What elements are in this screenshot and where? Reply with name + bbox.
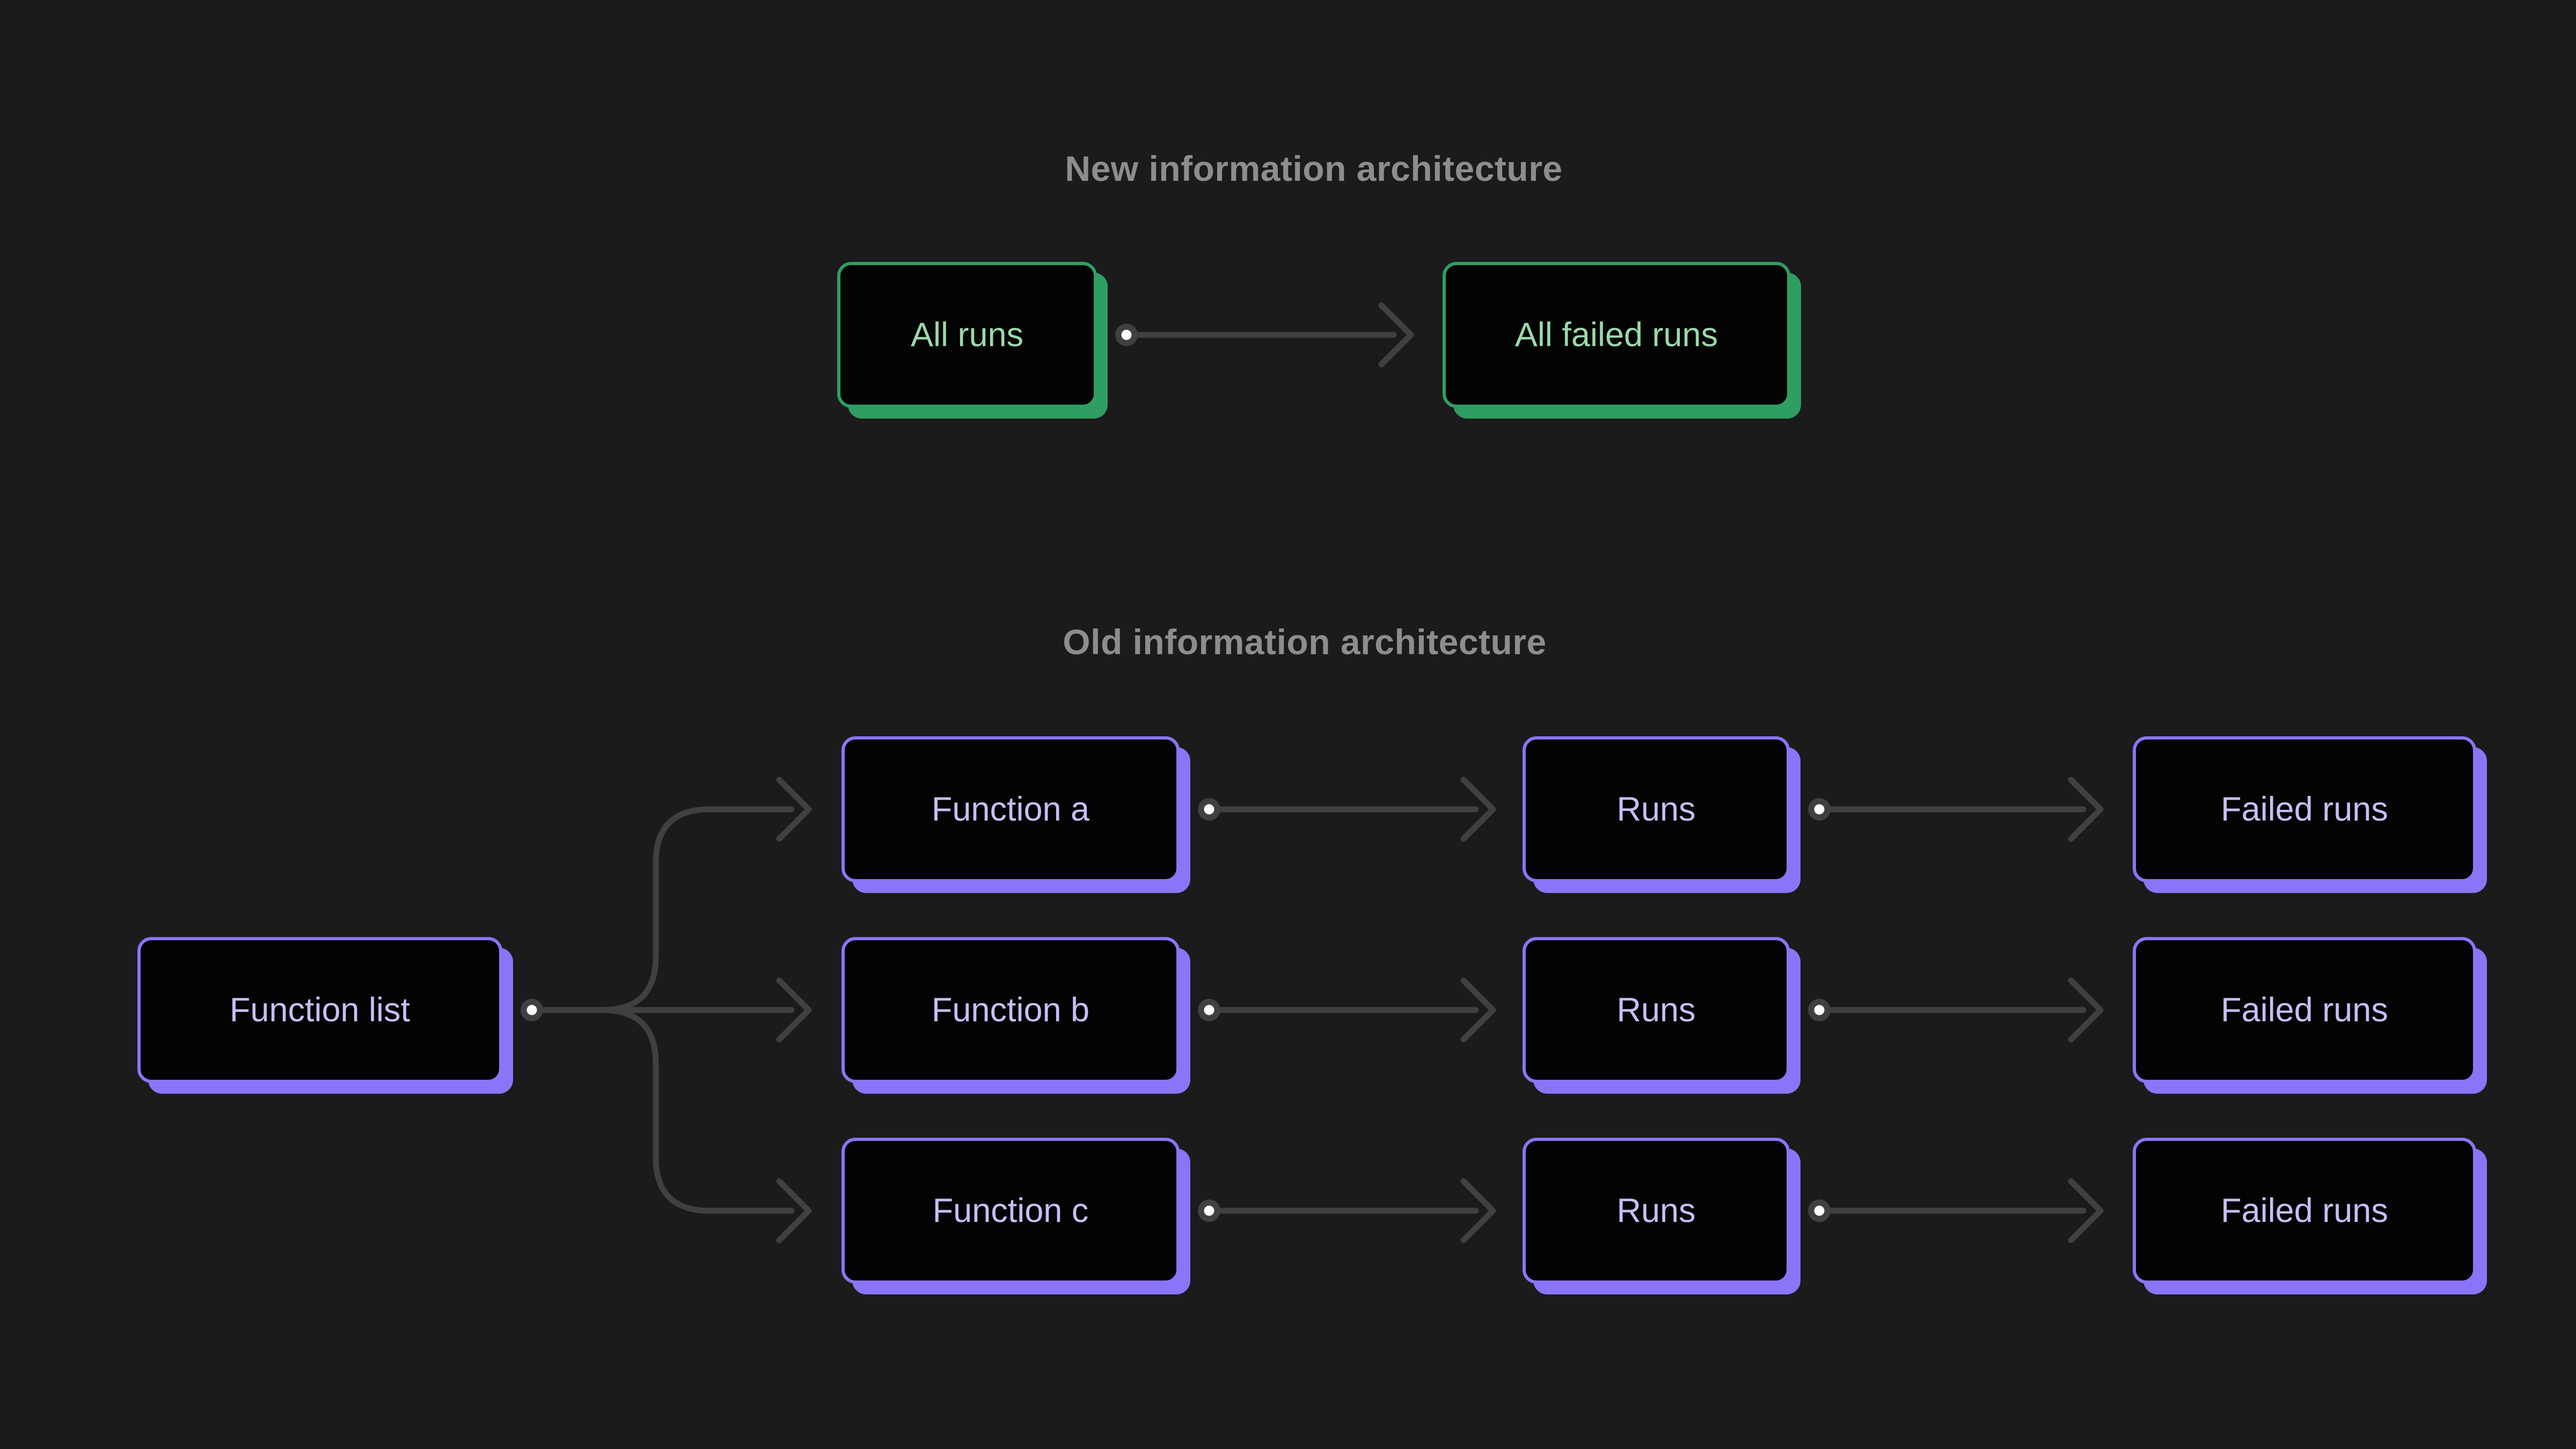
connector-function-c-to-runs [1198, 1178, 1496, 1243]
node-failed-runs-a: Failed runs [2133, 736, 2476, 882]
node-runs-b-label: Runs [1616, 991, 1696, 1029]
node-all-runs: All runs [837, 262, 1097, 408]
node-runs-a-label: Runs [1616, 790, 1696, 828]
arrowhead-icon [2068, 977, 2104, 1043]
connector-start-dot [1808, 999, 1831, 1021]
connector-runs-b-to-failed-runs [1808, 977, 2104, 1043]
node-runs-b: Runs [1523, 937, 1790, 1083]
connector-function-a-to-runs [1198, 777, 1496, 842]
arrowhead-icon [2068, 1178, 2104, 1243]
arrowhead-icon [1378, 302, 1414, 368]
connector-start-dot [521, 999, 543, 1021]
connector-start-dot [1808, 798, 1831, 821]
node-failed-runs-b-label: Failed runs [2221, 991, 2388, 1029]
node-runs-c: Runs [1523, 1138, 1790, 1284]
connector-function-b-to-runs [1198, 977, 1496, 1043]
connector-start-dot [1198, 1199, 1220, 1222]
node-function-c: Function c [841, 1138, 1180, 1284]
arrowhead-icon [776, 977, 812, 1043]
section-title-new: New information architecture [1065, 149, 1563, 188]
node-function-list-label: Function list [229, 991, 411, 1029]
connector-start-dot [1115, 324, 1138, 346]
arrowhead-icon [2068, 777, 2104, 842]
node-function-b: Function b [841, 937, 1180, 1083]
connector-function-list-branch [521, 777, 812, 1243]
arrowhead-icon [1460, 1178, 1496, 1243]
node-function-c-label: Function c [932, 1191, 1089, 1230]
arrowhead-icon [776, 1178, 812, 1243]
connector-runs-c-to-failed-runs [1808, 1178, 2104, 1243]
node-runs-c-label: Runs [1616, 1191, 1696, 1230]
node-failed-runs-b: Failed runs [2133, 937, 2476, 1083]
node-function-list: Function list [137, 937, 502, 1083]
section-title-old: Old information architecture [1063, 622, 1547, 662]
node-failed-runs-c-label: Failed runs [2221, 1191, 2388, 1230]
arrowhead-icon [1460, 777, 1496, 842]
connector-start-dot [1198, 999, 1220, 1021]
node-all-failed-runs-label: All failed runs [1514, 316, 1718, 354]
node-runs-a: Runs [1523, 736, 1790, 882]
connector-runs-a-to-failed-runs [1808, 777, 2104, 842]
arrowhead-icon [776, 777, 812, 842]
node-all-failed-runs: All failed runs [1443, 262, 1790, 408]
arrowhead-icon [1460, 977, 1496, 1043]
node-all-runs-label: All runs [910, 316, 1024, 354]
node-function-a: Function a [841, 736, 1180, 882]
connector-start-dot [1198, 798, 1220, 821]
node-failed-runs-c: Failed runs [2133, 1138, 2476, 1284]
node-failed-runs-a-label: Failed runs [2221, 790, 2388, 828]
node-function-b-label: Function b [931, 991, 1090, 1029]
connector-start-dot [1808, 1199, 1831, 1222]
node-function-a-label: Function a [931, 790, 1090, 828]
connector-all-runs-to-all-failed-runs [1115, 302, 1414, 368]
